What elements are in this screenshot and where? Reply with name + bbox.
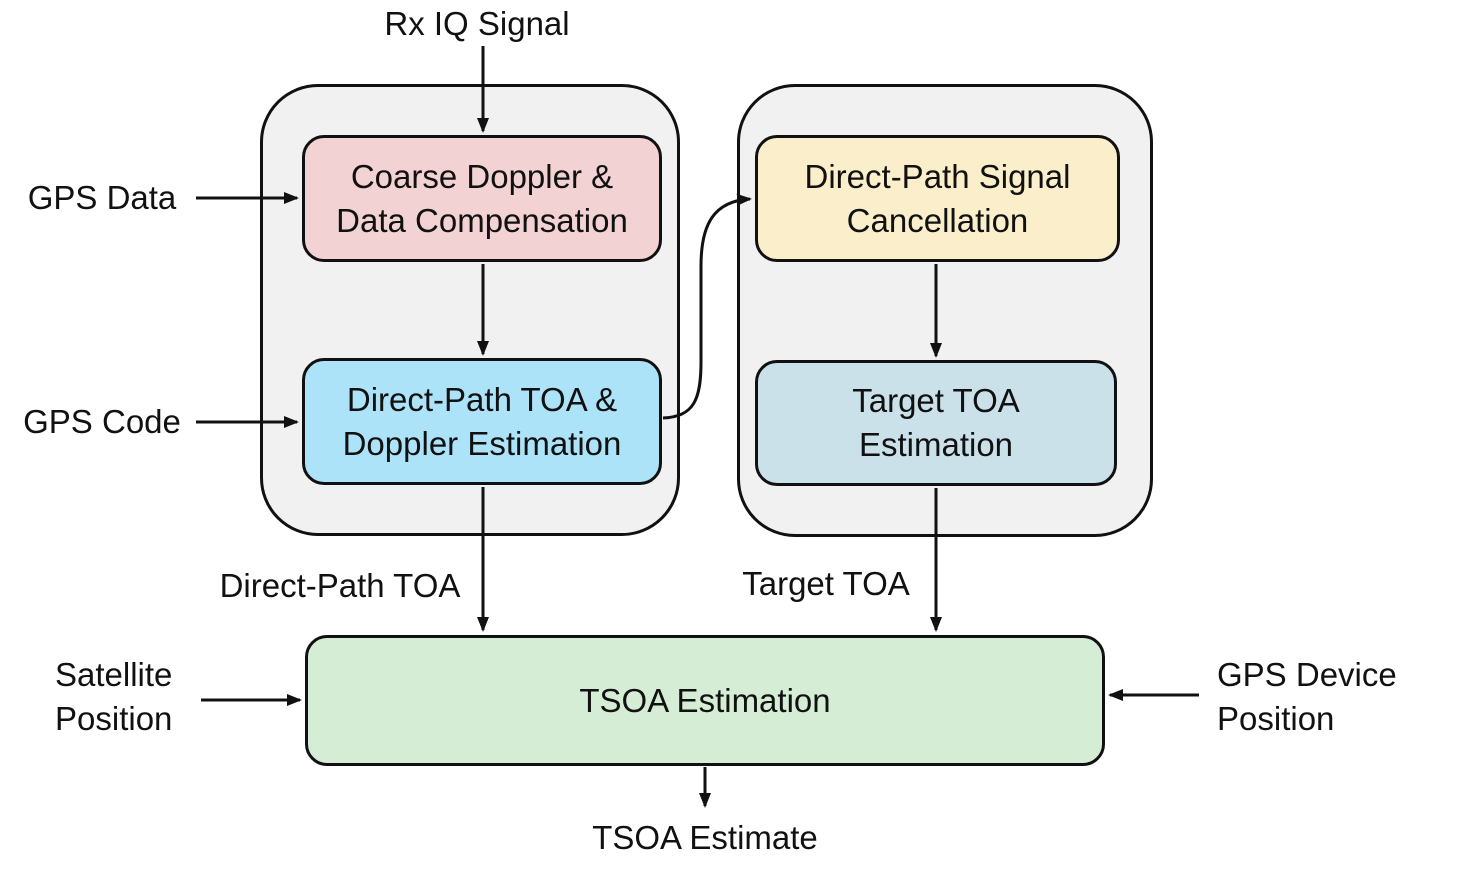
direct-path-toa-doppler-estimation-block: Direct-Path TOA & Doppler Estimation: [302, 358, 662, 485]
satellite-position-label: Satellite Position: [55, 656, 173, 737]
gps-device-position-label: GPS Device Position: [1217, 656, 1397, 737]
direct-path-toa-edge-label: Direct-Path TOA: [219, 567, 461, 605]
direct-path-signal-cancellation-block: Direct-Path Signal Cancellation: [755, 135, 1120, 262]
tsoa-estimation-block: TSOA Estimation: [305, 635, 1105, 766]
gps-code-label: GPS Code: [23, 403, 181, 441]
rx-iq-signal-label: Rx IQ Signal: [384, 5, 570, 43]
tsoa-estimate-label: TSOA Estimate: [592, 819, 818, 857]
coarse-doppler-data-compensation-block: Coarse Doppler & Data Compensation: [302, 135, 662, 262]
target-toa-estimation-block: Target TOA Estimation: [755, 360, 1117, 486]
gps-data-label: GPS Data: [27, 179, 177, 217]
target-toa-edge-label: Target TOA: [742, 565, 910, 603]
